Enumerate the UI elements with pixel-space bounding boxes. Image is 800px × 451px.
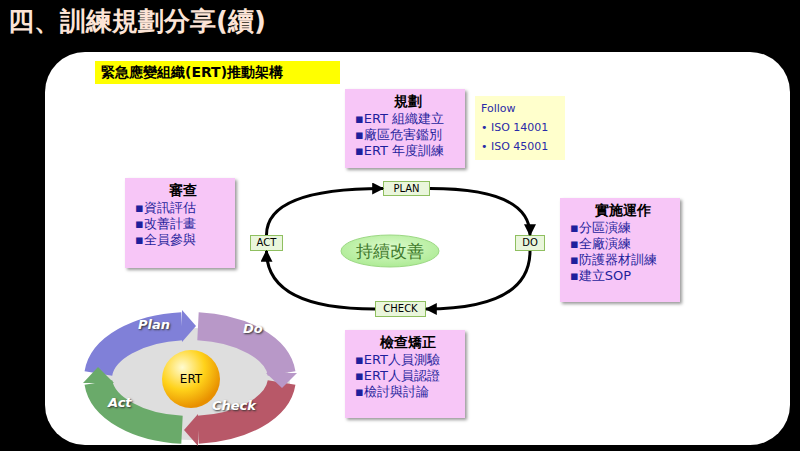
node-text: • ISO 45001 — [481, 137, 559, 156]
node-text: CHECK — [376, 302, 425, 315]
page-title: 四、訓練規劃分享(續) — [8, 4, 266, 39]
node-text: ▪資訊評估 — [135, 200, 231, 216]
node-text: • ISO 14001 — [481, 118, 559, 137]
node-text: Follow — [481, 99, 559, 118]
node-text: 審查 — [135, 181, 231, 200]
tag-node: PLAN — [383, 181, 430, 196]
node-text: ▪ERT人員認證 — [355, 368, 461, 384]
node-text: ▪分區演練 — [570, 220, 676, 236]
node-text: PLAN — [384, 182, 429, 195]
tag-node: ACT — [250, 235, 283, 251]
node-text: ▪建立SOP — [570, 268, 676, 284]
ring-label: Act — [108, 395, 132, 410]
cycle-arrow — [426, 251, 530, 309]
node-text: 檢查矯正 — [355, 333, 461, 352]
node-text: ACT — [251, 236, 282, 249]
node-text: ▪全廠演練 — [570, 236, 676, 252]
tag-node: DO — [515, 235, 545, 251]
node-text: ▪檢討與討論 — [355, 384, 461, 400]
node-text: 規劃 — [355, 92, 461, 111]
node-text: ▪ERT 組織建立 — [355, 111, 461, 127]
content-panel — [45, 52, 790, 445]
node-text: DO — [516, 236, 544, 249]
cycle-arrow — [267, 189, 384, 236]
node-text: ▪ERT人員測驗 — [355, 352, 461, 368]
pink-node: 檢查矯正▪ERT人員測驗▪ERT人員認證▪檢討與討論 — [345, 330, 465, 418]
follow-node: Follow• ISO 14001• ISO 45001 — [475, 96, 565, 160]
ring-label: Do — [243, 321, 263, 336]
node-text: 緊急應變組織(ERT)推動架構 — [101, 63, 334, 82]
pink-node: 規劃▪ERT 組織建立▪廠區危害鑑別▪ERT 年度訓練 — [345, 89, 465, 168]
pink-node: 實施運作▪分區演練▪全廠演練▪防護器材訓練▪建立SOP — [560, 198, 680, 302]
node-text: ▪ERT 年度訓練 — [355, 143, 461, 159]
pdca-ring — [83, 310, 297, 446]
node-text: ▪全員參與 — [135, 232, 231, 248]
yhead-node: 緊急應變組織(ERT)推動架構 — [95, 61, 340, 84]
node-text: ▪改善計畫 — [135, 216, 231, 232]
node-text: 持續改善 — [356, 240, 424, 263]
cycle-arrow — [267, 251, 376, 309]
node-text: ▪廠區危害鑑別 — [355, 127, 461, 143]
pink-node: 審查▪資訊評估▪改善計畫▪全員參與 — [125, 178, 235, 268]
node-text: ERT — [180, 372, 202, 386]
ring-label: Plan — [138, 317, 170, 332]
node-text: 實施運作 — [570, 201, 676, 220]
node-text: ▪防護器材訓練 — [570, 252, 676, 268]
tag-node: CHECK — [375, 301, 426, 317]
ellipse-node: 持續改善 — [340, 234, 440, 268]
ring-label: Check — [212, 398, 256, 413]
cycle-arrow — [430, 189, 530, 236]
